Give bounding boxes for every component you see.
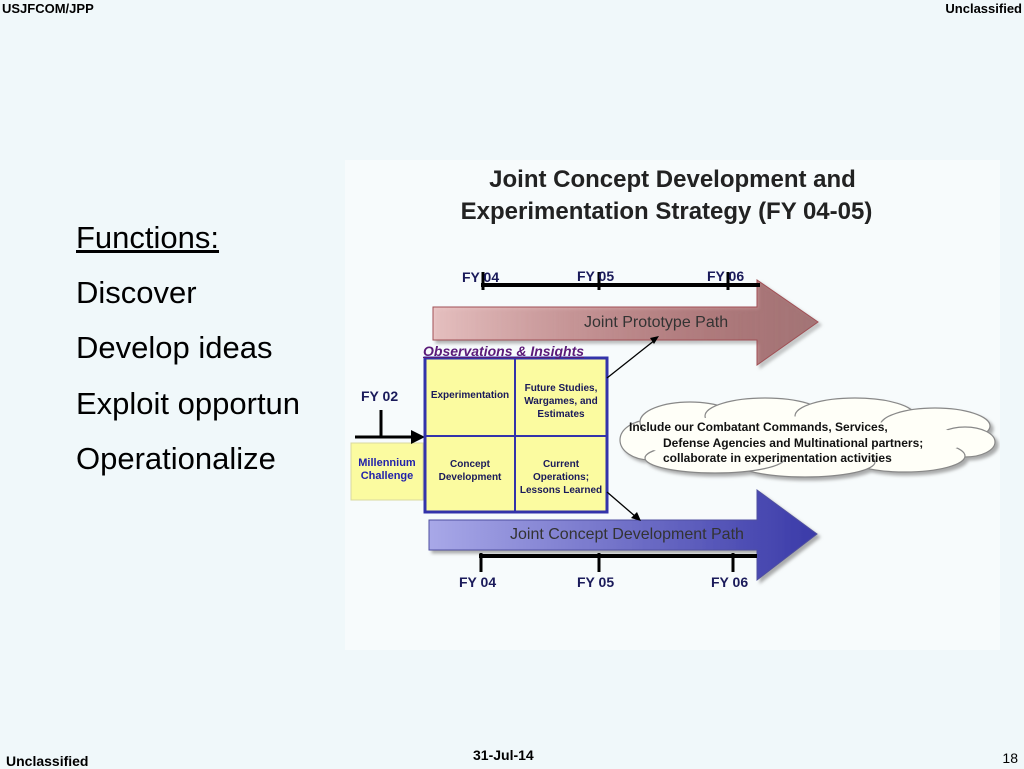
fy02-label: FY 02 <box>361 388 399 404</box>
current-operations-label: Current Operations; Lessons Learned <box>519 459 603 496</box>
top-fy04-label: FY 04 <box>462 269 500 285</box>
experimentation-label: Experimentation <box>430 390 510 401</box>
cloud-text-line2: Defense Agencies and Multinational partn… <box>663 436 924 450</box>
strategy-diagram: Joint Concept Development and Experiment… <box>345 160 1000 650</box>
top-path-label: Joint Prototype Path <box>584 314 729 331</box>
function-item: Discover <box>76 275 197 310</box>
millennium-box <box>350 442 424 501</box>
bottom-path-arrow <box>428 489 818 582</box>
header-org: USJFCOM/JPP <box>2 1 94 16</box>
cloud-text-line3: collaborate in experimentation activitie… <box>663 451 892 465</box>
function-item: Operationalize <box>76 441 276 476</box>
top-path-arrow <box>432 279 819 366</box>
diagram-graphics <box>350 272 996 582</box>
function-item: Develop ideas <box>76 330 273 365</box>
footer-classification: Unclassified <box>6 753 89 769</box>
function-item: Exploit opportun <box>76 386 301 421</box>
bottom-fy04-label: FY 04 <box>459 574 497 590</box>
future-studies-label: Future Studies, Wargames, and Estimates <box>524 383 598 420</box>
bottom-path-label: Joint Concept Development Path <box>510 526 744 543</box>
bottom-fy06-label: FY 06 <box>711 574 749 590</box>
cloud-text-line1: Include our Combatant Commands, Services… <box>629 420 888 434</box>
top-fy06-label: FY 06 <box>707 268 745 284</box>
concept-development-label: Concept Development <box>438 459 502 483</box>
header-classification: Unclassified <box>945 1 1022 16</box>
diagram-title-line1: Joint Concept Development and <box>489 166 856 193</box>
diagram-title-line2: Experimentation Strategy (FY 04-05) <box>460 198 873 225</box>
observations-label: Observations & Insights <box>423 343 585 359</box>
top-fy05-label: FY 05 <box>577 268 615 284</box>
functions-heading: Functions: <box>76 220 220 255</box>
page-number: 18 <box>1002 750 1018 766</box>
footer-date: 31-Jul-14 <box>473 747 534 763</box>
bottom-fy05-label: FY 05 <box>577 574 615 590</box>
millennium-label: Millennium Challenge <box>358 457 416 482</box>
